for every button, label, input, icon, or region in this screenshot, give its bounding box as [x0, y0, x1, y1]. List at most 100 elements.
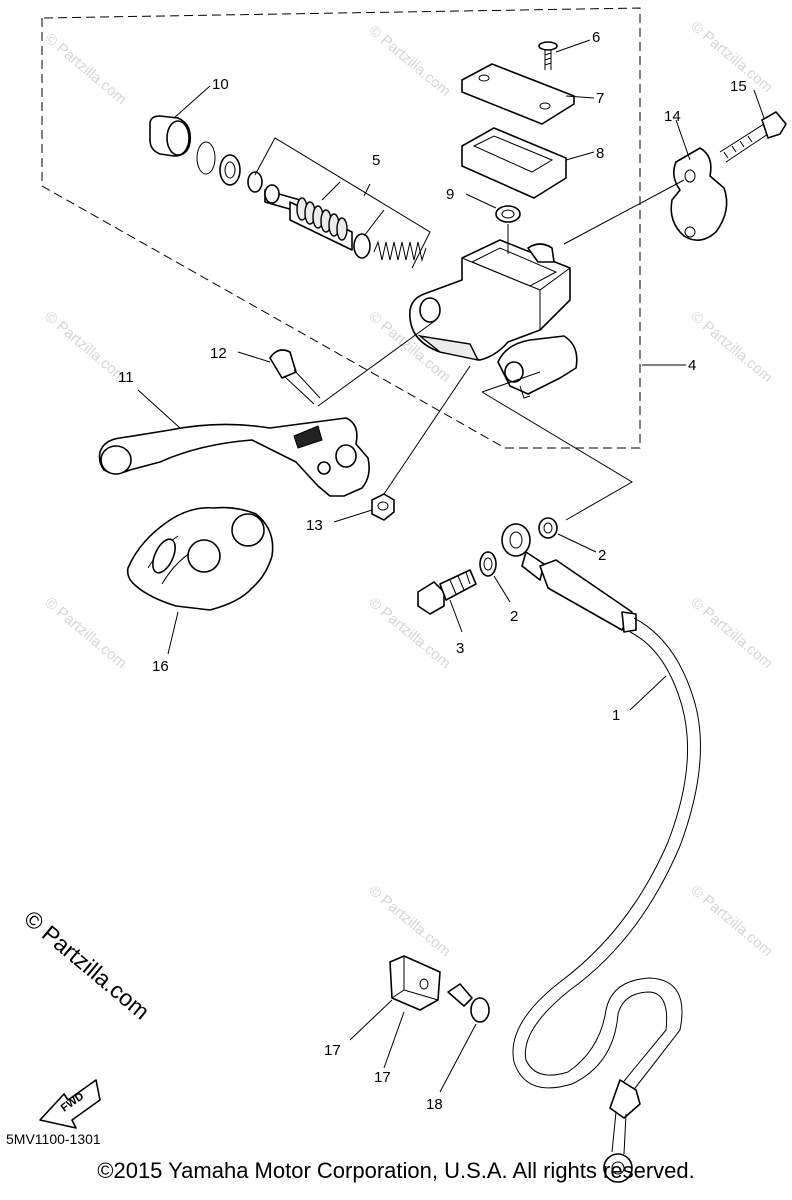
leader-line	[555, 39, 591, 53]
leader-line	[675, 119, 691, 161]
hose-end-eye	[603, 1153, 633, 1183]
callout-8: 8	[596, 145, 604, 162]
callout-11: 11	[118, 369, 134, 386]
bore-opening	[419, 297, 441, 323]
leader-line	[481, 391, 633, 521]
washer-inner	[543, 522, 553, 534]
callout-16: 16	[152, 658, 169, 675]
copper-washer	[538, 517, 558, 539]
lever-pivot-hole	[335, 444, 357, 468]
hose-guide	[389, 955, 441, 1011]
hose-banjo	[501, 523, 531, 557]
callout-15: 15	[730, 78, 747, 95]
washer-outer	[538, 517, 558, 539]
cover-hole	[231, 513, 265, 547]
reservoir-cap-parts	[461, 41, 575, 223]
lever-adjuster	[293, 425, 323, 449]
clamp-piece	[670, 147, 728, 241]
watermark-text: © Partzilla.com	[365, 882, 453, 960]
piston-cup	[296, 197, 348, 241]
callout-2a: 2	[598, 547, 606, 564]
clutch-hose	[501, 523, 701, 1183]
leader-line	[349, 999, 393, 1041]
copyright-notice: ©2015 Yamaha Motor Corporation, U.S.A. A…	[97, 1158, 695, 1183]
leader-line	[481, 371, 541, 393]
reservoir-ring	[495, 205, 521, 223]
leader-lines	[137, 39, 765, 1093]
hose-line	[512, 631, 689, 1089]
leader-line	[629, 675, 667, 711]
callout-17b: 17	[374, 1069, 391, 1086]
group-bracket	[254, 137, 431, 269]
group-bracket	[363, 209, 385, 237]
pivot-bolt	[269, 349, 321, 405]
leader-line	[557, 533, 597, 553]
piston-kit	[149, 115, 431, 269]
clamp-hole	[684, 169, 696, 183]
hose-line	[524, 617, 701, 1093]
clamp-bolt	[719, 111, 787, 163]
group-bracket	[321, 181, 341, 201]
clamp-hole	[684, 226, 696, 238]
screw-head	[538, 41, 558, 51]
union-bolt	[417, 569, 477, 615]
master-cylinder-body	[408, 239, 578, 399]
washer-inner	[483, 557, 493, 571]
guide-edge	[391, 956, 439, 1001]
lever-hole	[317, 461, 331, 475]
assembly-outline	[41, 7, 641, 449]
reservoir-tab	[527, 243, 555, 263]
hose-collar	[621, 611, 637, 633]
leader-line	[167, 611, 179, 655]
callout-3: 3	[456, 640, 464, 657]
watermark-text: © Partzilla.com	[41, 308, 129, 386]
union-bolt-thread	[449, 571, 471, 595]
nut-hole	[377, 501, 389, 511]
washer-hole	[224, 161, 236, 179]
clamp-edge	[519, 385, 531, 399]
watermark-text: © Partzilla.com	[41, 594, 129, 672]
lever-ball-end	[100, 445, 132, 475]
pivot-bolt-shank	[283, 369, 321, 405]
body-underside	[417, 334, 480, 361]
dust-boot-end	[166, 120, 190, 156]
clamp-bore	[504, 361, 524, 383]
guide-bolt-shank	[447, 983, 473, 1007]
watermark-text: © Partzilla.com	[687, 882, 775, 960]
leader-line	[563, 179, 685, 245]
eye-hole	[611, 1161, 625, 1175]
callout-1: 1	[612, 707, 620, 724]
copper-washer	[479, 551, 497, 577]
leader-line	[237, 351, 271, 363]
leader-line	[465, 193, 497, 209]
callout-17a: 17	[324, 1042, 341, 1059]
seal	[247, 171, 263, 193]
hose-end-fitting	[609, 1079, 641, 1119]
banjo-hole	[509, 531, 523, 549]
callout-13: 13	[306, 517, 323, 534]
leader-line	[363, 183, 371, 197]
callout-5: 5	[372, 152, 380, 169]
leader-line	[753, 89, 765, 119]
union-bolt-shank	[439, 569, 477, 601]
hose-end-neck	[611, 1111, 627, 1155]
hose-fitting	[539, 559, 633, 631]
watermark-grid: © Partzilla.com © Partzilla.com © Partzi…	[41, 18, 775, 960]
pivot-bolt-head	[269, 349, 297, 379]
handlebar-clamp	[670, 147, 728, 241]
watermark-text: © Partzilla.com	[687, 308, 775, 386]
guide-bolt	[447, 983, 490, 1023]
lever-blade	[98, 417, 370, 497]
leader-line	[173, 85, 211, 119]
callout-4: 4	[688, 357, 696, 374]
spring	[373, 240, 427, 262]
watermark-text: © Partzilla.com	[41, 30, 129, 108]
union-bolt-head	[417, 581, 445, 615]
fwd-arrow-icon: FWD	[39, 1079, 101, 1129]
cap-hole	[539, 102, 551, 110]
cover-slot	[152, 538, 176, 574]
leader-line	[383, 1011, 405, 1069]
callout-10: 10	[212, 76, 229, 93]
spring-seat	[353, 233, 371, 259]
